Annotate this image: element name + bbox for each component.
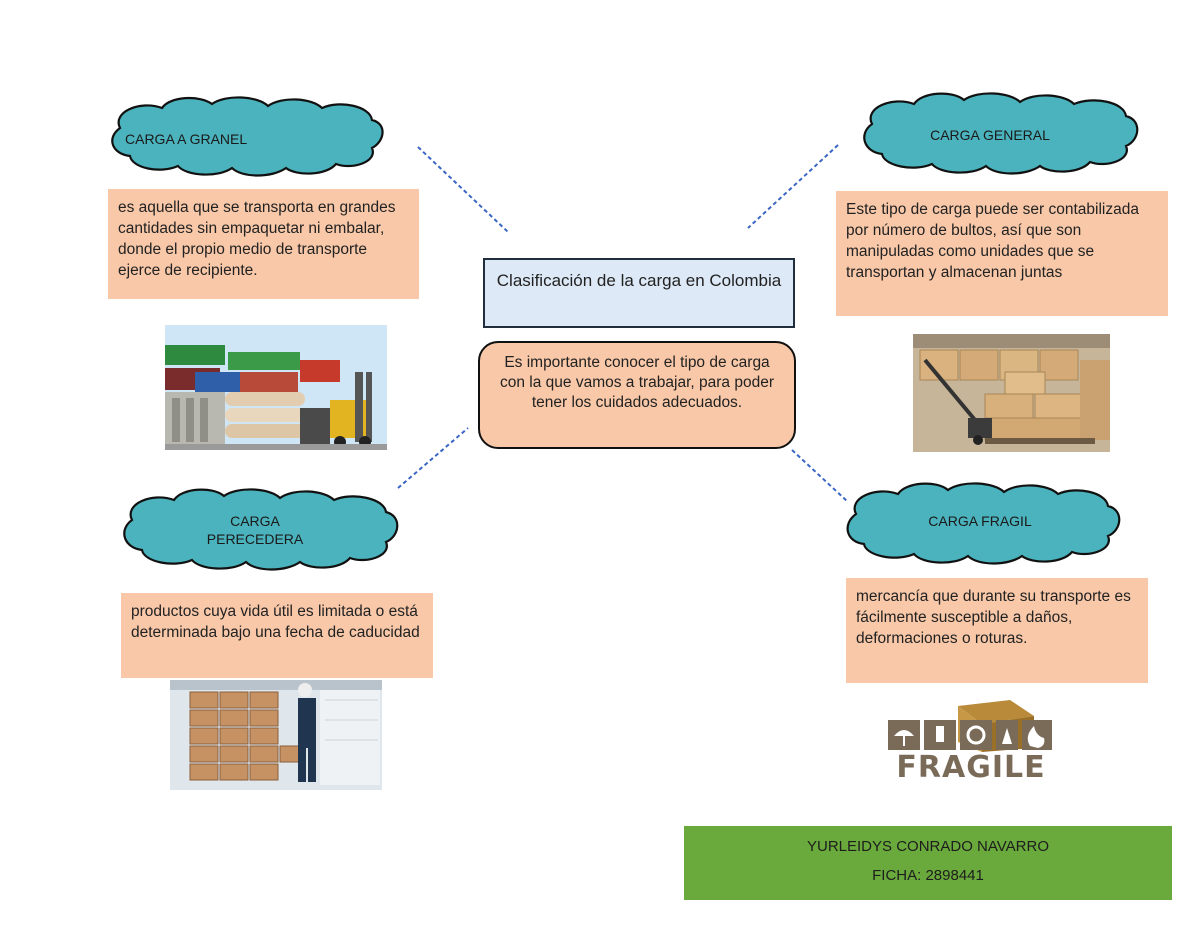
text-box-general: Este tipo de carga puede ser contabiliza… bbox=[836, 191, 1168, 316]
cloud-general bbox=[863, 92, 1139, 175]
author-name: YURLEIDYS CONRADO NAVARRO bbox=[807, 838, 1049, 855]
cloud-label-granel: CARGA A GRANEL bbox=[125, 131, 248, 147]
bulk-cargo-photo bbox=[165, 325, 387, 450]
diagram-title: Clasificación de la carga en Colombia bbox=[483, 258, 795, 328]
cloud-label-perecedera-line2: PERECEDERA bbox=[206, 531, 304, 547]
cloud-label-general: CARGA GENERAL bbox=[930, 127, 1050, 143]
cloud-granel bbox=[111, 96, 384, 177]
cloud-label-fragil: CARGA FRAGIL bbox=[928, 513, 1032, 529]
connector-granel bbox=[417, 146, 509, 233]
cloud-perecedera bbox=[123, 488, 399, 571]
connector-perecedera bbox=[397, 427, 469, 489]
perishable-cargo-photo bbox=[170, 680, 382, 790]
fragile-logo-text: FRAGILE bbox=[896, 750, 1046, 785]
author-box: YURLEIDYS CONRADO NAVARRO FICHA: 2898441 bbox=[684, 826, 1172, 900]
connector-fragil bbox=[791, 449, 849, 503]
text-box-granel: es aquella que se transporta en grandes … bbox=[108, 189, 419, 299]
general-cargo-photo bbox=[913, 334, 1110, 452]
text-box-fragil: mercancía que durante su transporte es f… bbox=[846, 578, 1148, 683]
connector-general bbox=[747, 144, 839, 229]
fragile-logo bbox=[888, 700, 1052, 752]
text-box-perecedera: productos cuya vida útil es limitada o e… bbox=[121, 593, 433, 678]
cloud-label-perecedera-line1: CARGA bbox=[230, 513, 280, 529]
author-ficha: FICHA: 2898441 bbox=[872, 867, 984, 884]
center-note: Es importante conocer el tipo de carga c… bbox=[478, 341, 796, 449]
cloud-fragil bbox=[846, 482, 1121, 565]
cloud-label-perecedera: CARGA PERECEDERA bbox=[185, 512, 325, 548]
